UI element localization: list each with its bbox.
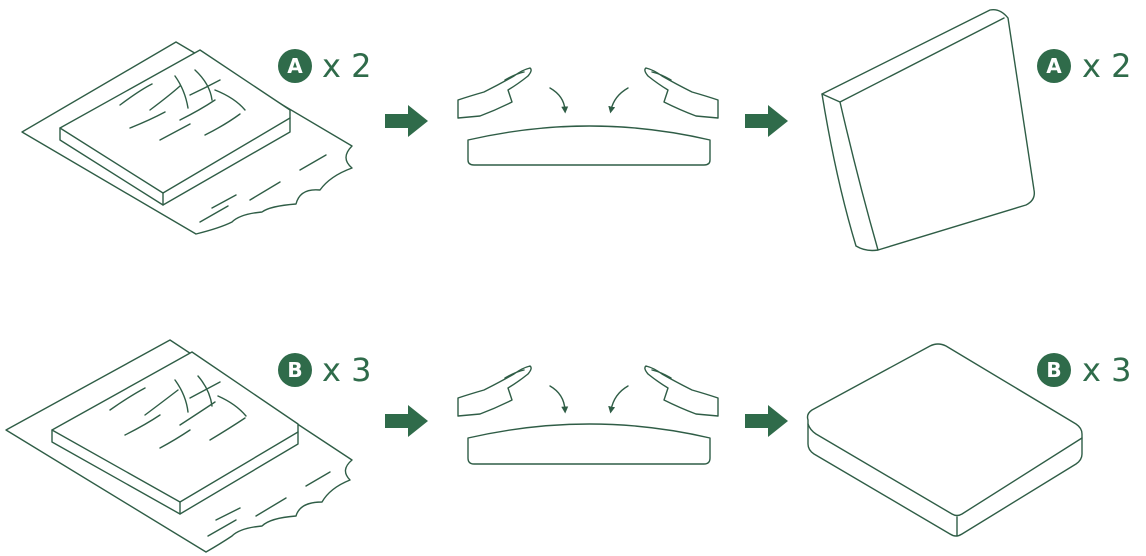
badge-b-result: B <box>1037 353 1071 387</box>
badge-a-result-letter: A <box>1046 54 1062 78</box>
step-arrow-a-2 <box>745 105 788 137</box>
quantity-a: x 2 <box>322 47 371 85</box>
quantity-a-result: x 2 <box>1082 47 1131 85</box>
badge-a-letter: A <box>287 54 303 78</box>
vacuum-packed-cushion-a <box>21 41 353 235</box>
press-arrow-left-icon <box>549 87 569 114</box>
press-step-a <box>457 67 719 166</box>
right-hand-icon <box>644 365 719 417</box>
badge-b: B <box>278 353 312 387</box>
step-arrow-b-2 <box>745 405 788 437</box>
expanded-seat-cushion-b <box>806 343 1083 537</box>
expanded-back-cushion-a <box>821 8 1036 252</box>
left-hand-icon <box>457 365 532 417</box>
row-b: B x 3 B x 3 <box>5 339 1131 553</box>
press-arrow-left-icon <box>549 385 569 414</box>
badge-a-result: A <box>1037 49 1071 83</box>
badge-b-result-letter: B <box>1046 358 1061 382</box>
press-arrow-right-icon <box>608 385 629 414</box>
press-step-b <box>457 365 719 465</box>
press-arrow-right-icon <box>608 87 629 114</box>
quantity-b-result: x 3 <box>1082 351 1131 389</box>
row-a: A x 2 A x 2 <box>21 8 1131 252</box>
curved-cushion-icon <box>467 423 711 465</box>
quantity-b: x 3 <box>322 351 371 389</box>
right-hand-icon <box>644 67 719 119</box>
curved-cushion-icon <box>467 125 711 166</box>
badge-a: A <box>278 49 312 83</box>
vacuum-packed-cushion-b <box>5 339 353 553</box>
step-arrow-a-1 <box>385 105 428 137</box>
step-arrow-b-1 <box>385 405 428 437</box>
left-hand-icon <box>457 67 532 119</box>
badge-b-letter: B <box>287 358 302 382</box>
